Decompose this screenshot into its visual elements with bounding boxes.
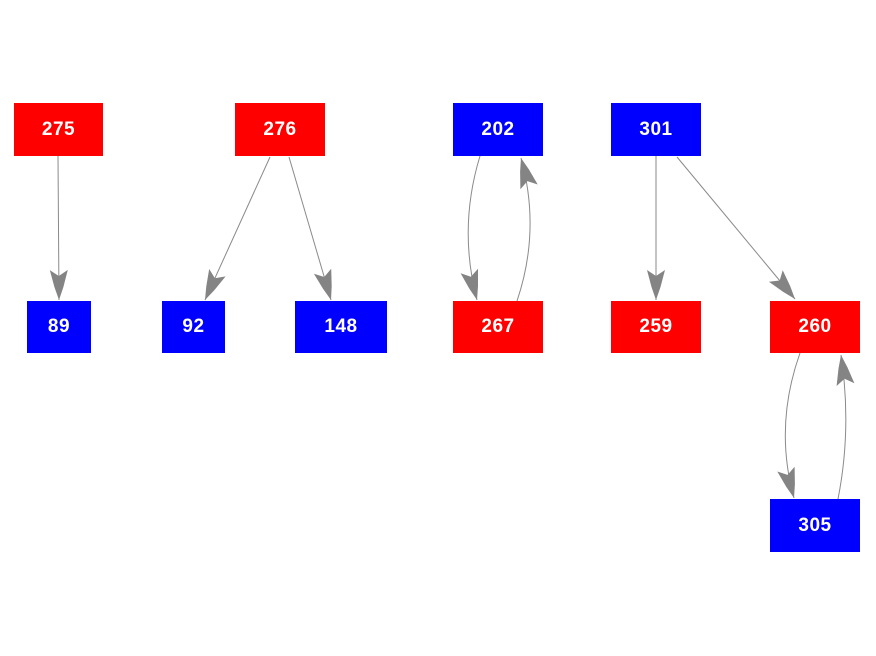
arrowhead-260-to-305 [777,466,795,498]
edge-276-to-92 [204,156,271,301]
node-301-label: 301 [639,118,673,140]
node-267: 267 [453,301,543,353]
arrowhead-276-to-148 [313,268,332,300]
node-260: 260 [770,301,860,353]
node-92-label: 92 [182,316,205,337]
arrowhead-276-to-92 [205,269,226,300]
node-260-label: 260 [798,316,832,337]
edge-301-to-260 [676,156,796,300]
arrowhead-305-to-260 [836,355,855,386]
node-276-label: 276 [263,118,297,140]
node-305: 305 [770,499,860,552]
arrowhead-267-to-202 [520,158,538,190]
node-267-label: 267 [481,316,515,337]
node-259: 259 [611,301,701,353]
node-148: 148 [295,301,387,353]
node-275: 275 [14,103,103,156]
node-275-label: 275 [41,118,76,140]
node-305-label: 305 [798,514,832,536]
node-276: 276 [235,103,325,156]
node-92: 92 [162,301,225,353]
edge-276-to-148 [288,156,332,301]
arrowhead-301-to-260 [768,270,795,299]
node-202-label: 202 [481,118,515,140]
node-202: 202 [453,103,543,156]
arrowhead-301-to-259 [647,270,665,300]
node-89: 89 [27,301,91,353]
node-259-label: 259 [639,316,673,337]
node-89-label: 89 [47,316,71,337]
node-148-label: 148 [324,316,358,337]
node-301: 301 [611,103,701,156]
arrowhead-275-to-89 [49,269,68,300]
arrowhead-202-to-267 [460,268,478,300]
